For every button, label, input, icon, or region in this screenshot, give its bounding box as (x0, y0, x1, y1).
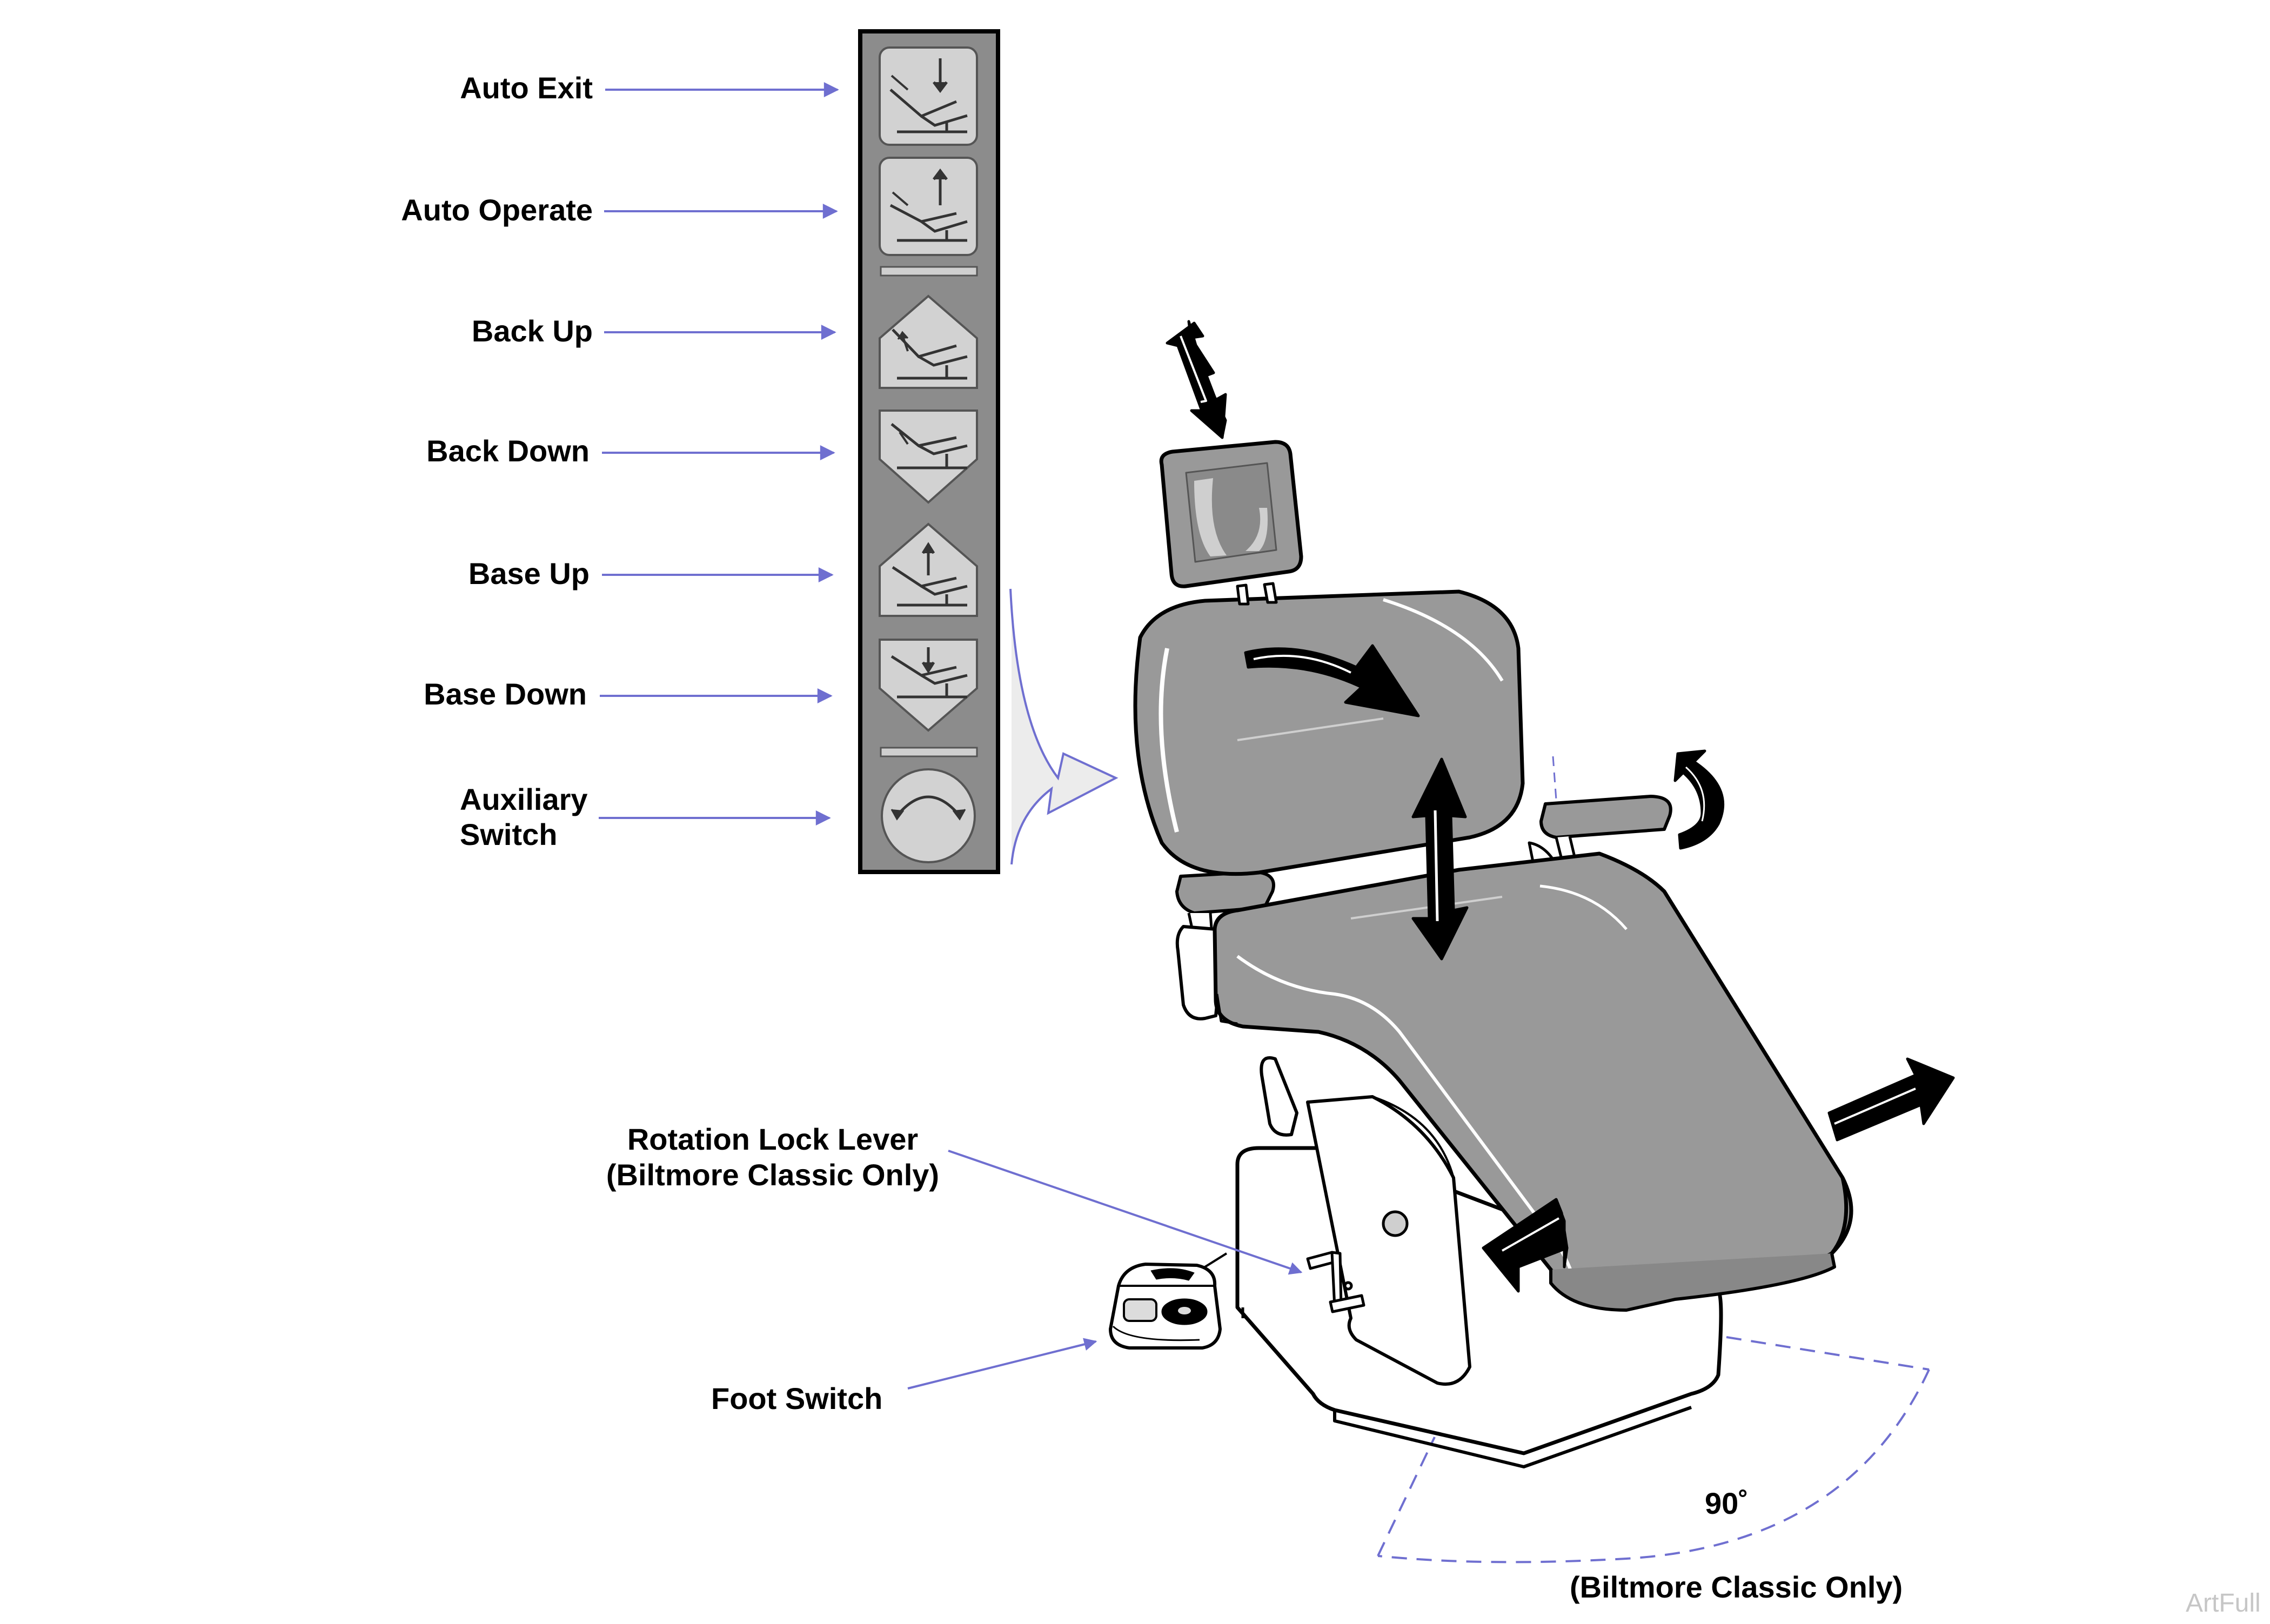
backrest-tilt-arrow (1244, 644, 1420, 717)
label-auto-exit: Auto Exit (460, 71, 593, 105)
label-rotation-angle: 90˚ (1705, 1486, 1749, 1520)
seat-slide-arrow (1482, 1198, 1569, 1293)
dental-chair-icon (1133, 440, 1930, 1563)
label-auxiliary-line2: Switch (460, 817, 558, 851)
label-rotation-lock-line2: (Biltmore Classic Only) (606, 1158, 940, 1192)
label-foot-switch: Foot Switch (711, 1381, 883, 1415)
base-lift-arrow (1411, 757, 1469, 961)
chair-pedestal (1306, 1095, 1471, 1386)
label-back-up: Back Up (471, 314, 593, 348)
auto-exit-icon (889, 58, 968, 133)
rotation-range-arc (1377, 1336, 1930, 1563)
panel-leader-lines (599, 82, 839, 826)
back-up-button[interactable] (879, 294, 978, 389)
auxiliary-switch-icon (890, 795, 966, 821)
label-rotation-lock-line1: Rotation Lock Lever (627, 1122, 919, 1156)
panel-divider (880, 266, 978, 277)
chair-leader-lines (907, 1150, 1303, 1390)
back-down-icon (890, 423, 968, 469)
base-down-icon (890, 647, 968, 699)
chair-backrest (1133, 589, 1525, 876)
armrest-post (1175, 925, 1220, 1021)
rotation-lock-lever-icon (1306, 1251, 1365, 1313)
label-auto-operate: Auto Operate (401, 193, 593, 227)
foot-switch-icon (1109, 1252, 1228, 1350)
back-up-icon (892, 328, 968, 380)
motion-arrows (1166, 320, 1955, 1293)
base-up-icon (892, 542, 968, 607)
label-back-down: Back Down (426, 434, 590, 468)
label-base-down: Base Down (424, 677, 587, 711)
base-down-button[interactable] (879, 639, 978, 732)
pedestal-cap (1382, 1210, 1409, 1237)
armrest-swing-arrow (1673, 749, 1725, 850)
callout-wedge-outline (1009, 588, 1119, 865)
back-down-button[interactable] (879, 410, 978, 504)
label-rotation-note: (Biltmore Classic Only) (1570, 1570, 1903, 1604)
left-armrest (1175, 870, 1275, 915)
right-armrest (1539, 795, 1672, 839)
watermark: ArtFull (2186, 1589, 2261, 1618)
auto-exit-button[interactable] (879, 46, 978, 146)
label-auxiliary-line1: Auxiliary (460, 782, 588, 816)
auto-operate-button[interactable] (879, 157, 978, 256)
auxiliary-switch-button[interactable] (881, 768, 976, 863)
callout-wedge (1010, 589, 1116, 864)
panel-divider-2 (880, 747, 978, 757)
auto-operate-icon (889, 168, 968, 242)
base-up-button[interactable] (879, 522, 978, 617)
label-base-up: Base Up (468, 556, 590, 590)
